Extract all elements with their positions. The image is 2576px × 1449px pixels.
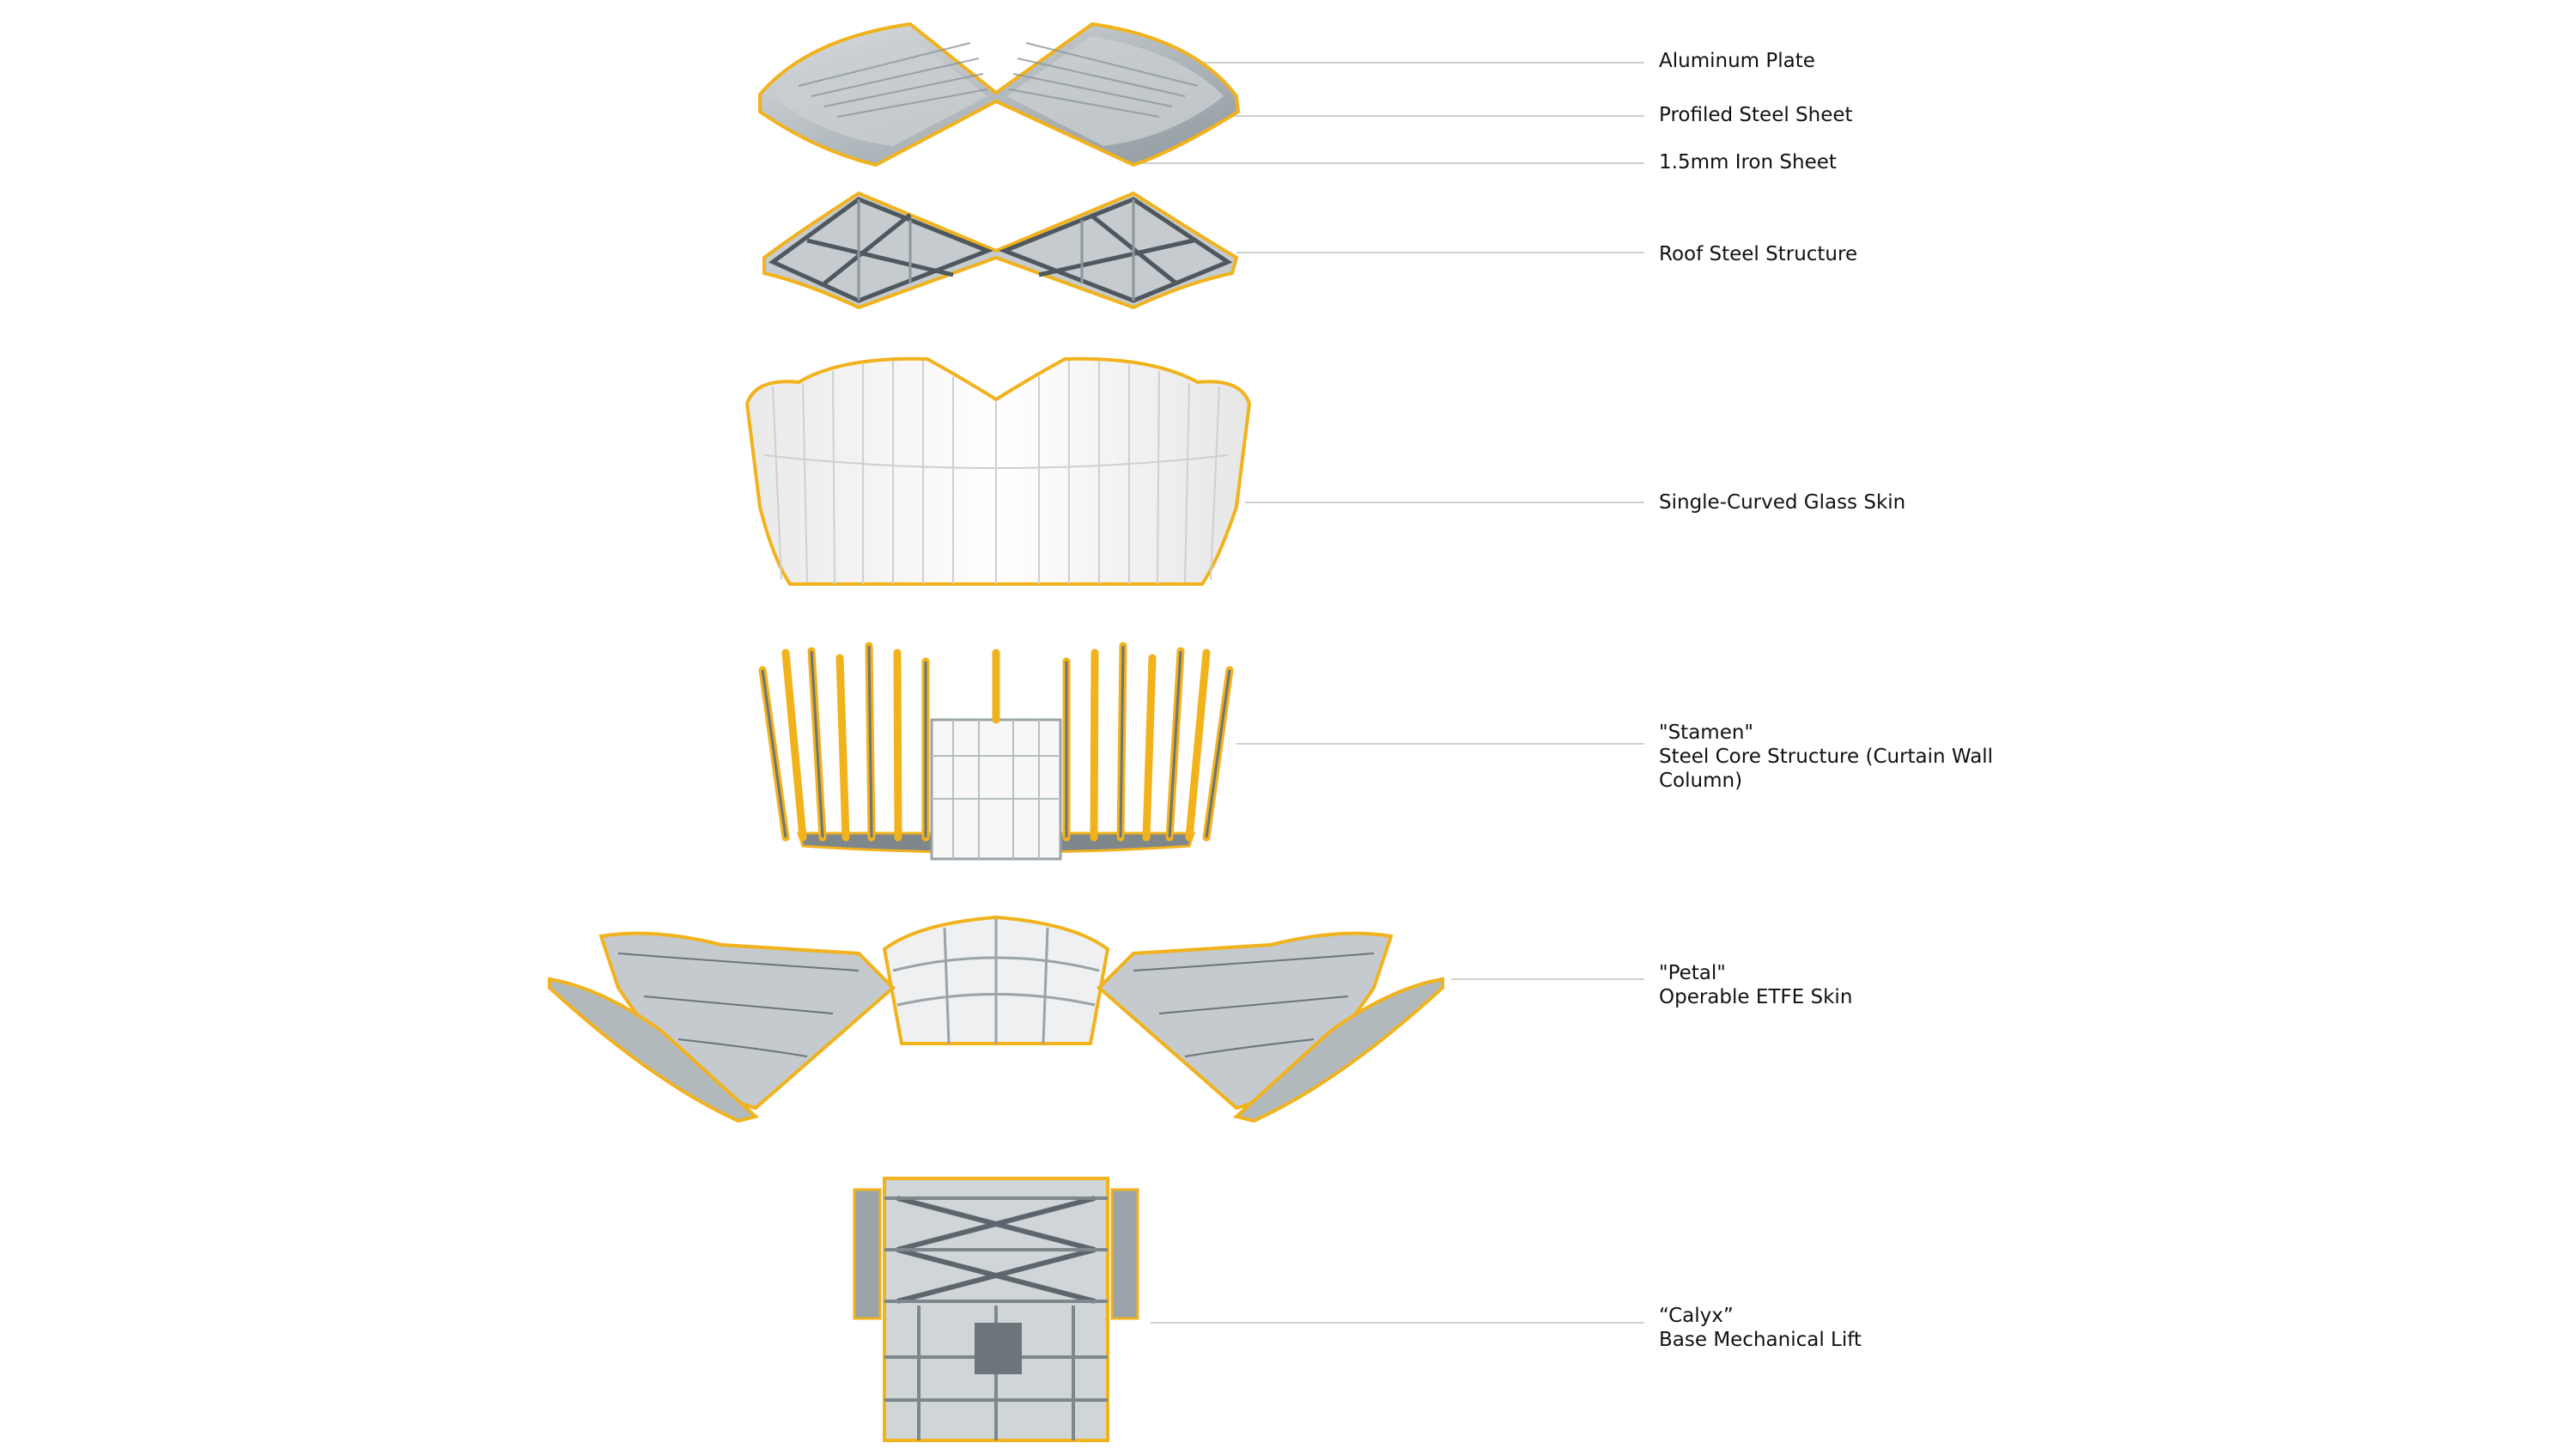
label-aluminum-plate: Aluminum Plate [1659, 50, 1815, 72]
label-stamen: "Stamen" Steel Core Structure (Curtain W… [1659, 721, 1994, 792]
roof-cladding-illustration [758, 21, 1241, 167]
label-iron-sheet: 1.5mm Iron Sheet [1659, 151, 1837, 174]
stamen-illustration [758, 642, 1234, 861]
label-profiled-steel-sheet: Profiled Steel Sheet [1659, 104, 1853, 126]
petal-illustration [548, 915, 1444, 1123]
label-roof-steel-structure: Roof Steel Structure [1659, 243, 1858, 265]
label-calyx: “Calyx” Base Mechanical Lift [1659, 1305, 1862, 1351]
glass-skin-illustration [744, 356, 1252, 586]
calyx-illustration [853, 1177, 1139, 1442]
leader-lines [1142, 62, 1644, 1324]
label-glass-skin: Single-Curved Glass Skin [1659, 491, 1906, 514]
label-petal: "Petal" Operable ETFE Skin [1659, 962, 1853, 1008]
roof-steel-structure-illustration [762, 191, 1239, 310]
